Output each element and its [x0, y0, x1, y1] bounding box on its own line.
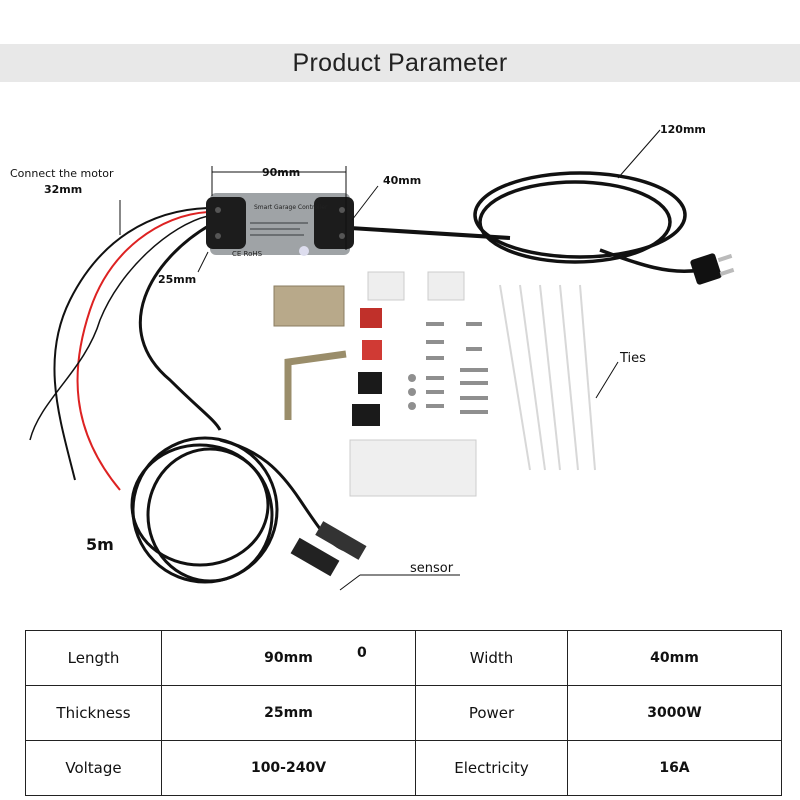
header-banner — [0, 44, 800, 82]
spec-value-power: 3000W — [567, 685, 782, 741]
spec-label-width: Width — [415, 630, 568, 686]
device-width-label: 40mm — [383, 174, 422, 187]
connect-motor-label: Connect the motor — [10, 167, 114, 180]
spec-label-electricity: Electricity — [415, 740, 568, 796]
sensor-cable-length-label: 5m — [86, 535, 114, 554]
spec-table: Length 90mm Width 40mm Thickness 25mm Po… — [25, 630, 782, 796]
spec-label-voltage: Voltage — [25, 740, 162, 796]
page-title: Product Parameter — [292, 49, 508, 77]
sensor-label: sensor — [410, 561, 454, 576]
ties-label: Ties — [620, 351, 646, 366]
table-row: Length 90mm Width 40mm — [25, 630, 782, 686]
spec-label-thickness: Thickness — [25, 685, 162, 741]
spec-label-power: Power — [415, 685, 568, 741]
power-cable-length-label: 120mm — [660, 123, 706, 136]
device-length-label: 90mm — [262, 166, 301, 179]
certification-marks: CE RoHS — [232, 250, 263, 258]
spec-value-electricity: 16A — [567, 740, 782, 796]
spec-value-thickness: 25mm — [161, 685, 416, 741]
product-photo — [29, 129, 735, 591]
table-row: Voltage 100-240V Electricity 16A — [25, 740, 782, 796]
spec-value-length: 90mm — [161, 630, 416, 686]
motor-wire-length-label: 32mm — [44, 183, 83, 196]
device-name-text: Smart Garage Controller — [254, 204, 328, 211]
spec-label-length: Length — [25, 630, 162, 686]
table-row: Thickness 25mm Power 3000W — [25, 685, 782, 741]
spec-value-voltage: 100-240V — [161, 740, 416, 796]
spec-value-width: 40mm — [567, 630, 782, 686]
device-thickness-label: 25mm — [158, 273, 197, 286]
stray-mark: 0 — [357, 645, 367, 661]
